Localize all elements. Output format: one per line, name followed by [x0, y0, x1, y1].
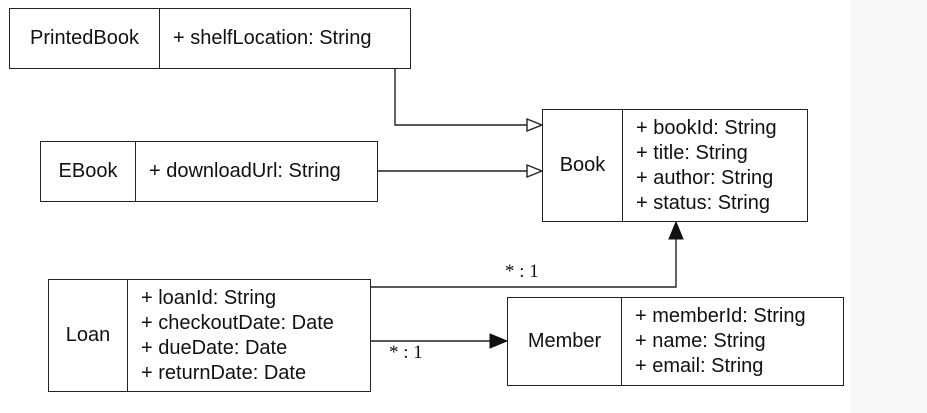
attribute: + loanId: String: [141, 286, 277, 309]
attribute: + shelfLocation: String: [173, 27, 372, 49]
class-printedbook: PrintedBook + shelfLocation: String: [9, 8, 411, 69]
edge-loan-to-book: [371, 237, 677, 288]
attribute: + title: String: [636, 141, 748, 164]
edge-printedbook-to-book: [394, 69, 527, 126]
relationship-edges: [371, 69, 684, 349]
attribute: + dueDate: Date: [141, 336, 288, 359]
attribute: + author: String: [636, 166, 774, 189]
attribute: + downloadUrl: String: [149, 160, 341, 182]
class-member: Member + memberId: String + name: String…: [507, 297, 844, 386]
attribute: + email: String: [635, 355, 764, 377]
class-ebook: EBook + downloadUrl: String: [40, 141, 378, 202]
attribute: + name: String: [635, 330, 766, 352]
uml-class-diagram: PrintedBook + shelfLocation: String EBoo…: [9, 8, 844, 392]
class-loan: Loan + loanId: String + checkoutDate: Da…: [48, 279, 371, 392]
class-name: Member: [508, 298, 622, 385]
class-attributes: + downloadUrl: String: [136, 142, 341, 201]
class-name: Book: [543, 110, 623, 221]
inheritance-arrowhead-ebook: [526, 163, 544, 179]
multiplicity-loan-book: * : 1: [505, 261, 539, 282]
attribute: + returnDate: Date: [141, 361, 307, 384]
multiplicity-loan-member: * : 1: [389, 342, 423, 363]
class-attributes: + memberId: String + name: String + emai…: [622, 298, 806, 385]
association-arrowhead-member: [489, 333, 509, 349]
class-name: Loan: [49, 280, 128, 391]
attribute: + memberId: String: [635, 305, 806, 327]
class-attributes: + bookId: String + title: String + autho…: [623, 110, 777, 221]
attribute: + checkoutDate: Date: [141, 311, 334, 334]
class-book: Book + bookId: String + title: String + …: [542, 109, 808, 222]
class-attributes: + loanId: String + checkoutDate: Date + …: [128, 280, 334, 391]
class-name: EBook: [41, 142, 136, 201]
class-name: PrintedBook: [10, 9, 160, 68]
attribute: + bookId: String: [636, 116, 777, 139]
attribute: + status: String: [636, 191, 770, 214]
association-arrowhead-book: [668, 220, 684, 240]
class-attributes: + shelfLocation: String: [160, 9, 371, 68]
inheritance-arrowhead-printedbook: [526, 117, 544, 133]
